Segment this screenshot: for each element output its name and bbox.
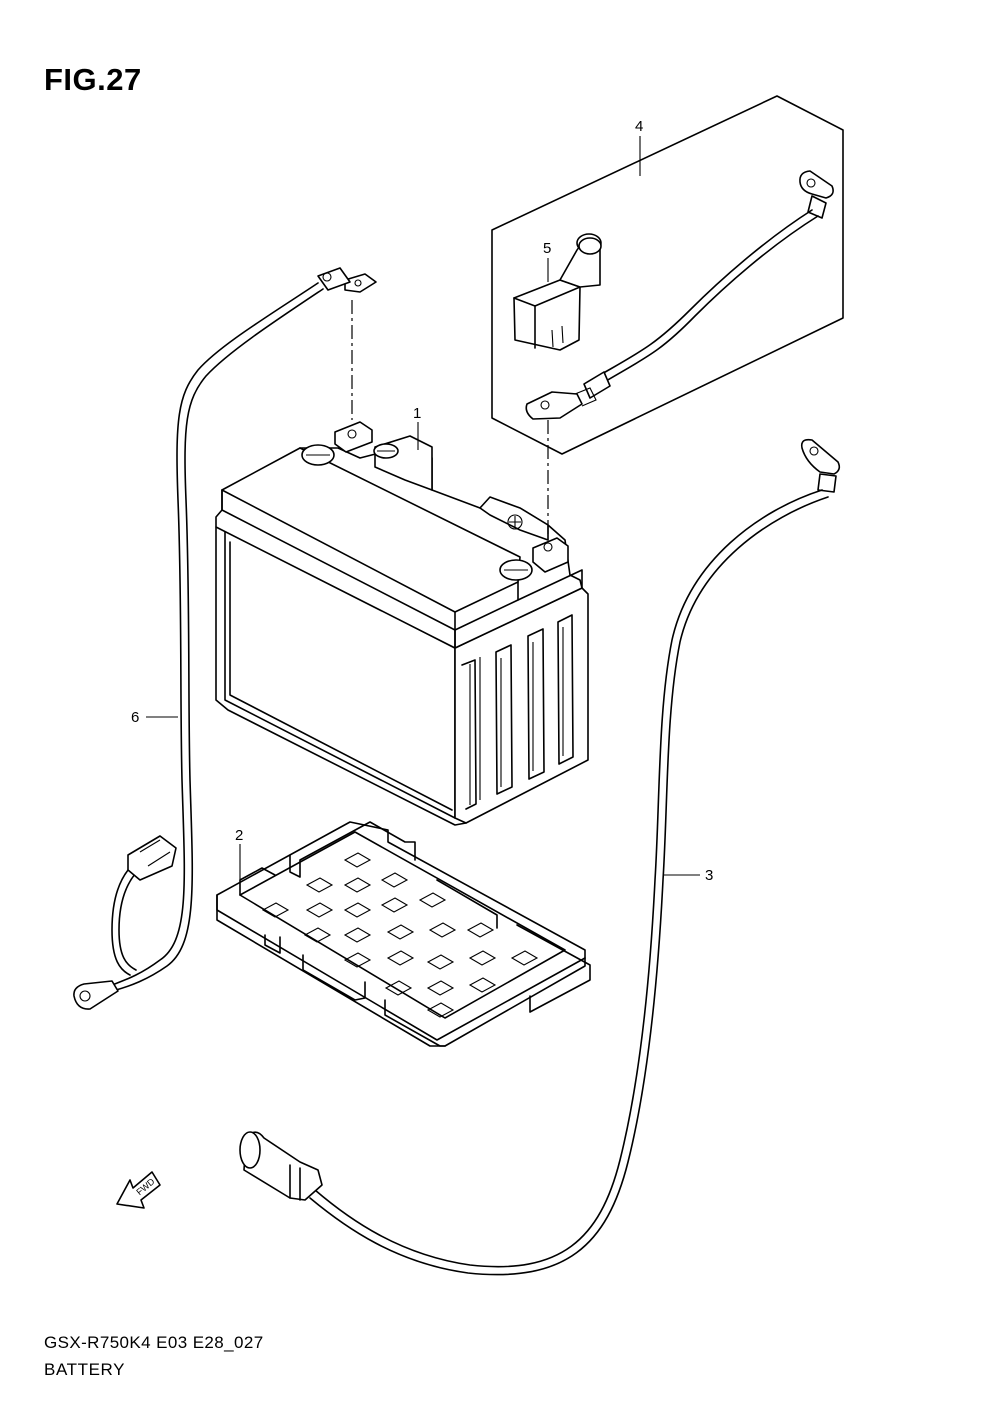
callout-6-label: 6 <box>131 709 139 726</box>
callout-4-label: 4 <box>635 118 643 135</box>
callout-6: 6 <box>131 709 178 726</box>
figure-title: FIG.27 <box>44 62 142 97</box>
callout-2: 2 <box>235 827 243 880</box>
callout-2-label: 2 <box>235 827 243 844</box>
part-5-terminal-cover <box>513 233 602 351</box>
part-1-battery <box>215 421 589 826</box>
part-4-kit-outline <box>491 95 844 455</box>
forward-direction-arrow: FWD <box>116 1171 161 1209</box>
callout-3-label: 3 <box>705 867 713 884</box>
part-4-lead-wire <box>525 170 834 420</box>
callout-4: 4 <box>635 118 643 176</box>
part-3-positive-cable <box>239 438 841 1276</box>
callout-1-label: 1 <box>413 405 421 422</box>
figure-code: GSX-R750K4 E03 E28_027 <box>44 1333 264 1352</box>
callout-5: 5 <box>543 240 551 282</box>
callout-3: 3 <box>664 867 713 884</box>
callout-1: 1 <box>413 405 421 450</box>
part-2-battery-tray <box>216 821 591 1047</box>
figure-name: BATTERY <box>44 1360 126 1379</box>
part-6-negative-harness <box>73 267 377 1010</box>
callout-5-label: 5 <box>543 240 551 257</box>
